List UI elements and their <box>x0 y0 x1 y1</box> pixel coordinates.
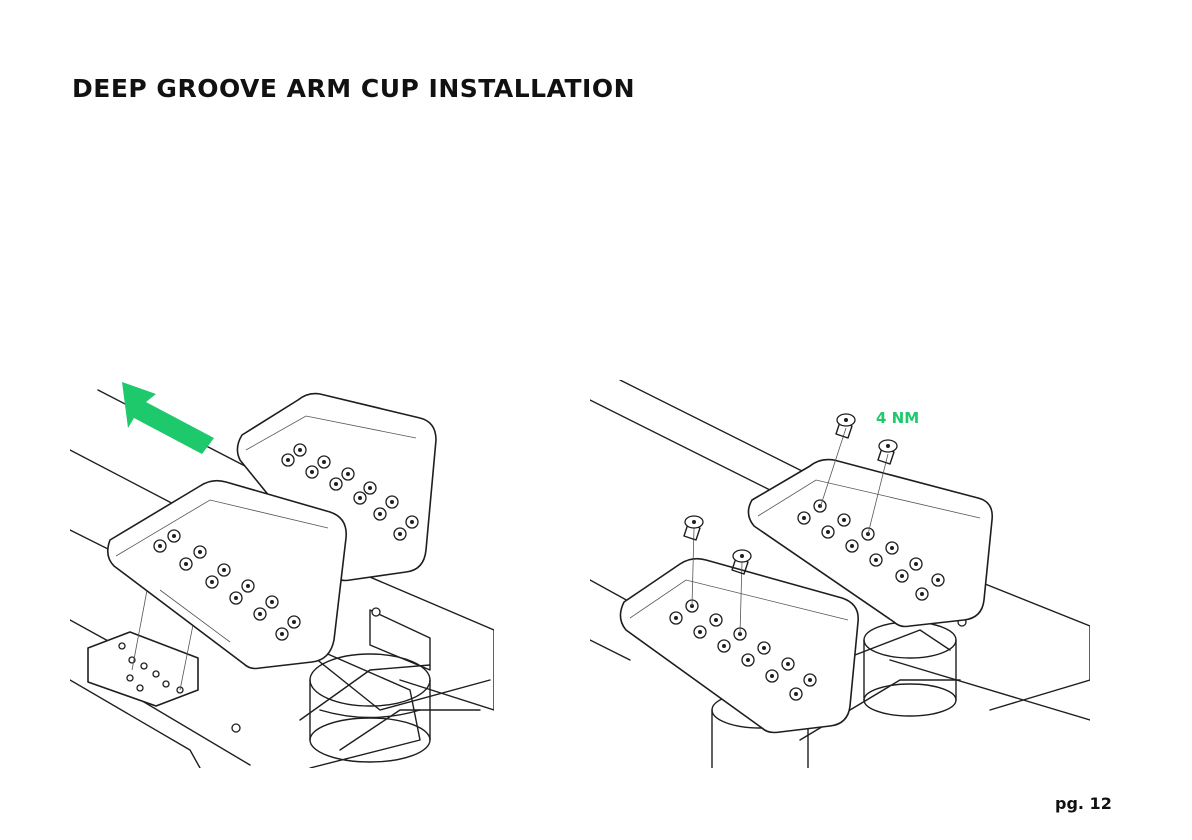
arm-cup-removal-illustration <box>70 380 494 768</box>
slide-direction-arrow <box>122 382 214 454</box>
arm-cup-bolt-installation-illustration <box>590 380 1090 768</box>
torque-spec-label: 4 NM <box>876 409 919 427</box>
page-title: DEEP GROOVE ARM CUP INSTALLATION <box>72 74 635 103</box>
page-number: pg. 12 <box>1055 794 1112 813</box>
